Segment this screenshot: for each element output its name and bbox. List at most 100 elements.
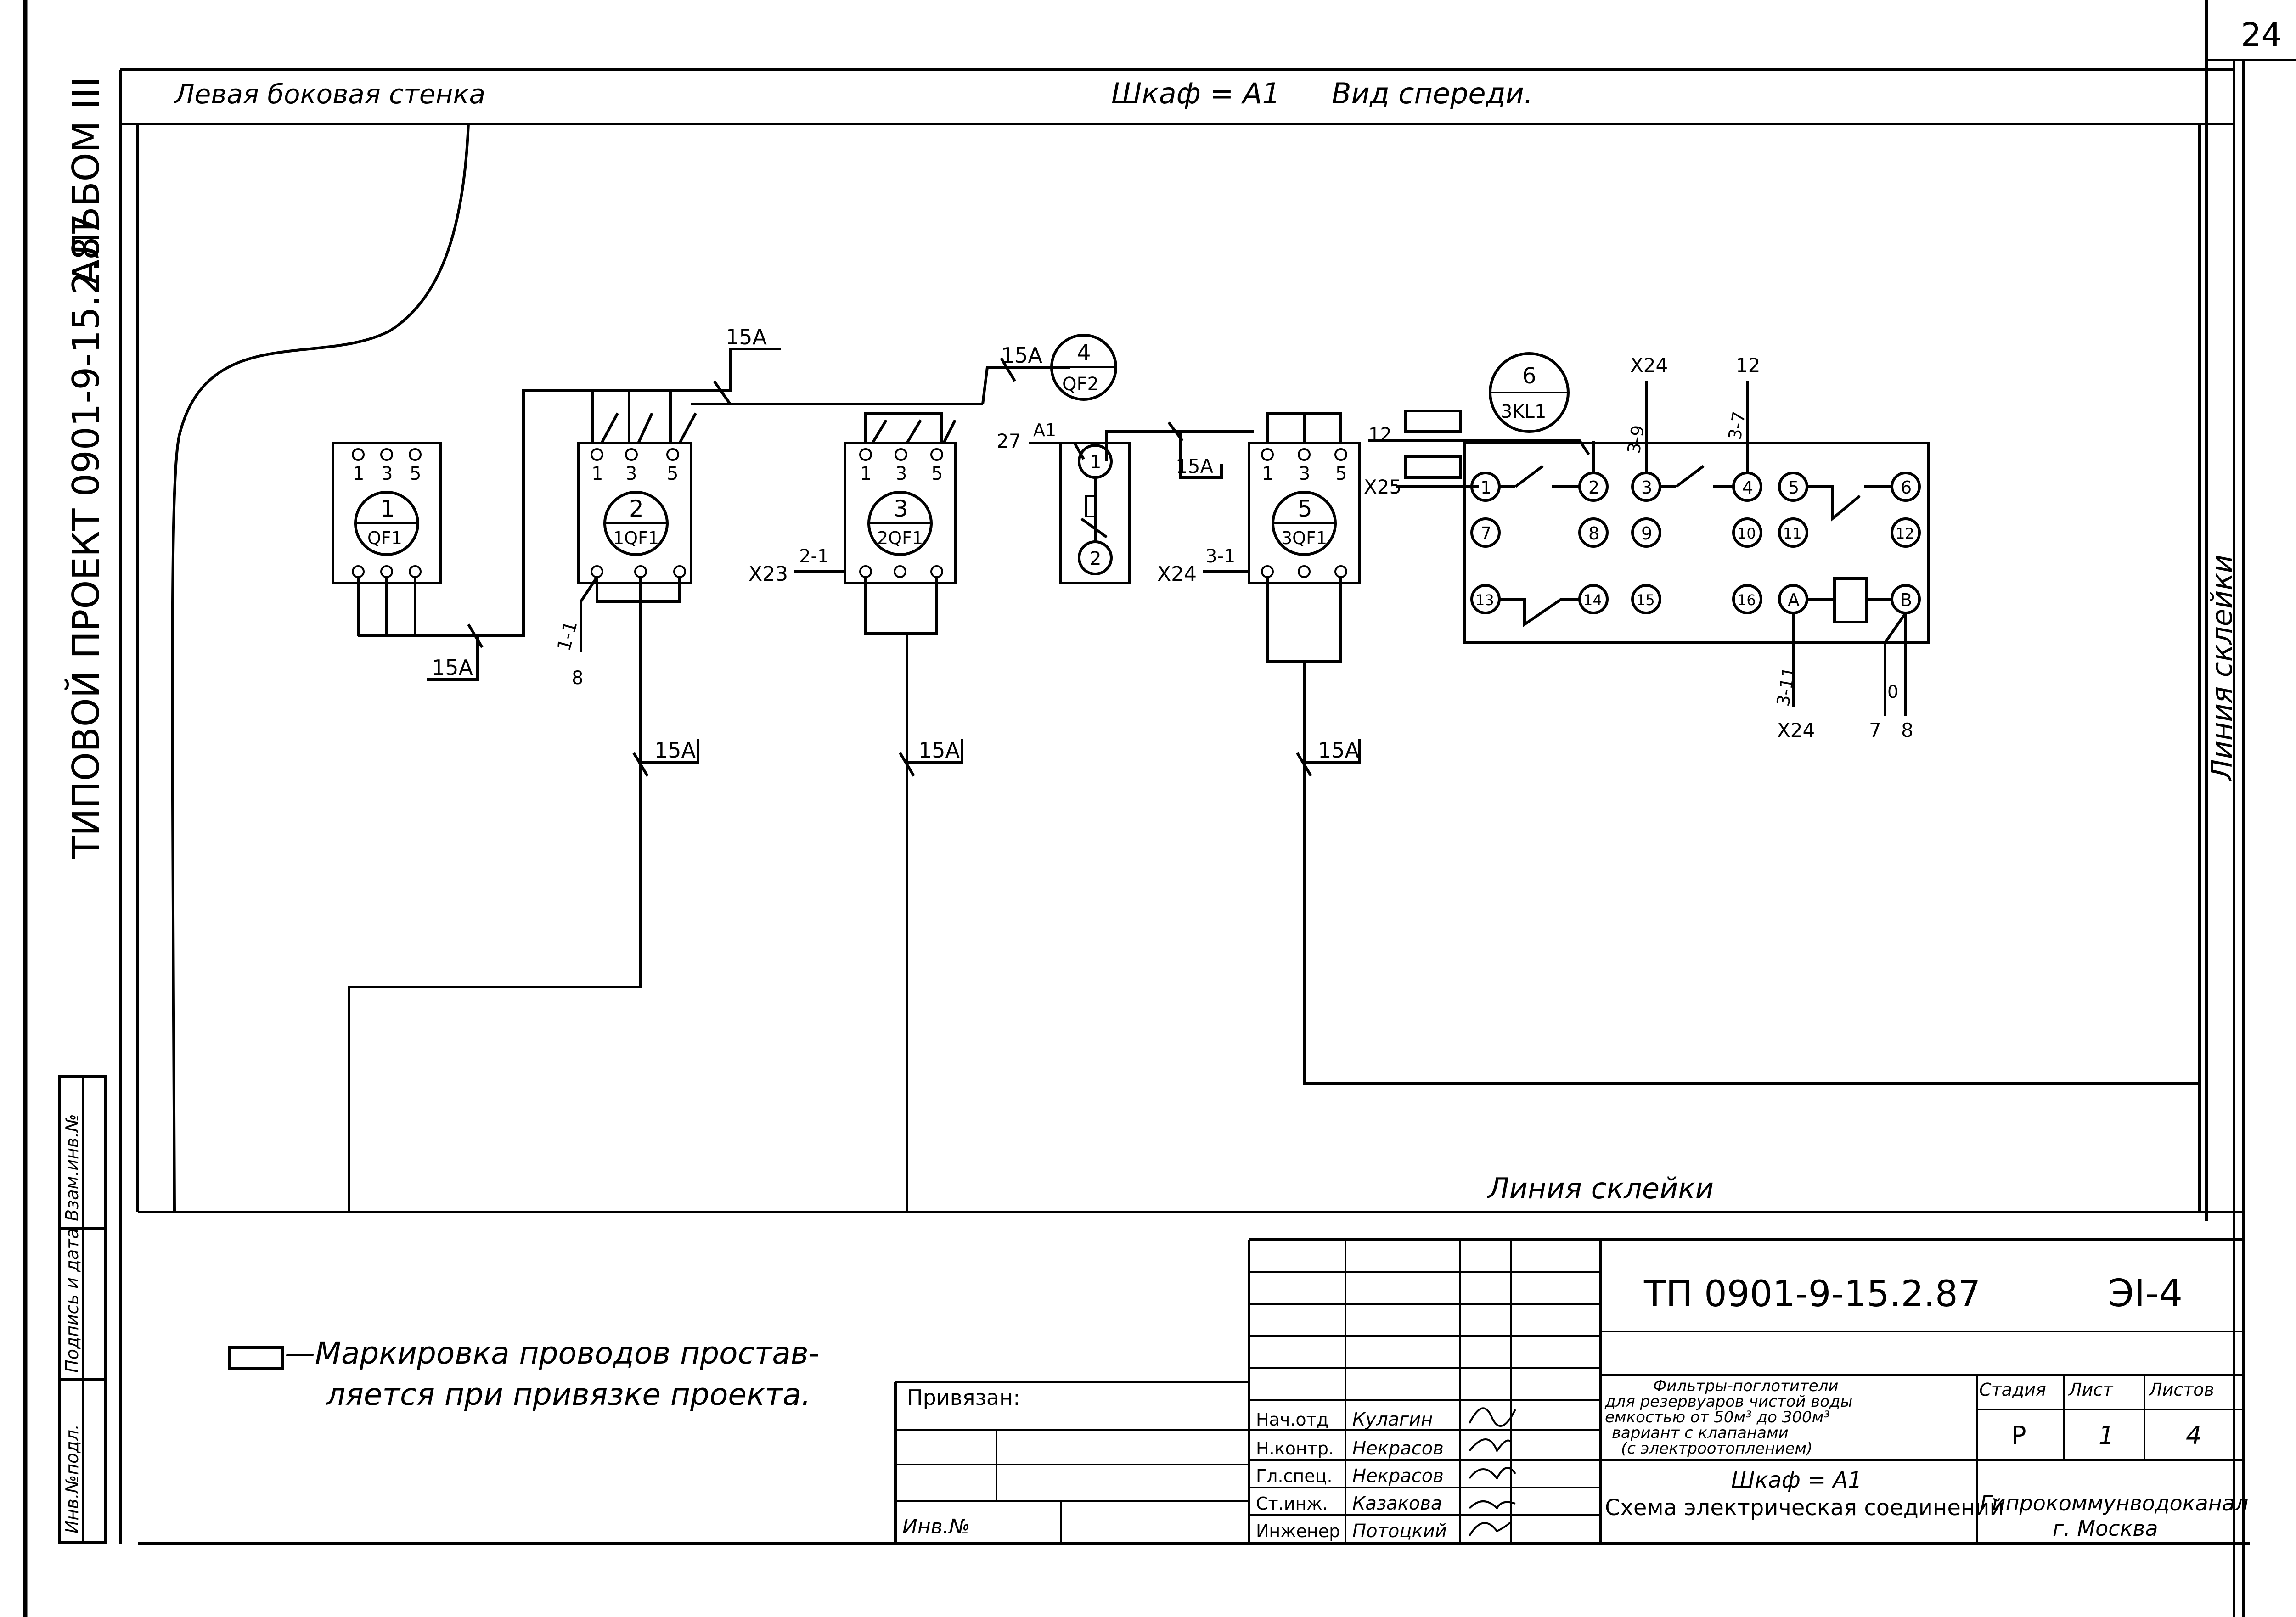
left-wall-label: Левая боковая стенка (174, 79, 485, 110)
svg-text:9: 9 (1641, 523, 1652, 544)
svg-text:А: А (1788, 590, 1800, 610)
wire-a1: А1 (1033, 420, 1056, 440)
svg-text:Некрасов: Некрасов (1352, 1465, 1444, 1487)
svg-text:для резервуаров чистой воды: для резервуаров чистой воды (1604, 1392, 1852, 1411)
svg-text:11: 11 (1783, 525, 1802, 542)
doc-number: ТП 0901-9-15.2.87 (1643, 1274, 1981, 1315)
svg-text:12: 12 (1896, 525, 1914, 542)
tied-label: Привязан: (907, 1385, 1020, 1410)
current-1qf1: 15А (654, 738, 696, 763)
svg-text:Казакова: Казакова (1352, 1493, 1442, 1514)
svg-text:5: 5 (667, 463, 678, 484)
wire-27: 27 (996, 430, 1021, 452)
svg-text:Гл.спец.: Гл.спец. (1256, 1466, 1333, 1486)
svg-text:5: 5 (1335, 463, 1347, 484)
svg-text:3: 3 (1299, 463, 1310, 484)
svg-text:емкостью от 50м³ до 300м³: емкостью от 50м³ до 300м³ (1605, 1408, 1830, 1426)
svg-text:Инженер: Инженер (1256, 1521, 1340, 1541)
breaker-3qf1: 1 3 5 5 3QF1 (1248, 442, 1361, 584)
project-title: ТИПОВОЙ ПРОЕКТ 0901-9-15.2.87 (64, 213, 107, 859)
svg-text:Листов: Листов (2148, 1380, 2214, 1400)
stamp-inv-replace: Взам.инв.№ (62, 1114, 82, 1221)
current-3qf1: 15А (1318, 738, 1360, 763)
bot-7: 7 (1869, 719, 1881, 741)
top-x24-wire: 3-9 (1624, 424, 1649, 455)
wire-marking-note: —Маркировка проводов простав- ляется при… (228, 1336, 819, 1412)
current-top-2: 15А (1001, 343, 1043, 368)
svg-text:Фильтры-поглотители: Фильтры-поглотители (1653, 1377, 1839, 1395)
breaker-qf1: 1 3 5 1 QF1 (332, 442, 442, 584)
svg-text:3: 3 (1641, 477, 1652, 498)
wire-x24-3-1: 3-1 (1205, 546, 1235, 567)
page-number: 24 (2241, 16, 2282, 54)
svg-text:1: 1 (380, 495, 395, 522)
svg-text:6: 6 (1901, 477, 1912, 498)
svg-text:10: 10 (1737, 525, 1756, 542)
svg-text:2: 2 (1090, 548, 1101, 569)
svg-text:г. Москва: г. Москва (2053, 1516, 2158, 1541)
svg-text:Р: Р (2011, 1421, 2026, 1450)
svg-text:Н.контр.: Н.контр. (1256, 1438, 1334, 1459)
svg-text:3: 3 (381, 463, 393, 484)
svg-text:Ст.инж.: Ст.инж. (1256, 1493, 1328, 1514)
svg-text:1QF1: 1QF1 (613, 528, 659, 548)
svg-text:Лист: Лист (2068, 1380, 2114, 1400)
svg-text:Некрасов: Некрасов (1352, 1438, 1444, 1459)
svg-text:3: 3 (895, 463, 907, 484)
svg-text:Шкаф = А1: Шкаф = А1 (1731, 1467, 1862, 1493)
wire-x23-2-1: 2-1 (799, 546, 829, 567)
svg-text:1: 1 (1090, 452, 1101, 473)
svg-text:1: 1 (591, 463, 603, 484)
breaker-1qf1: 1 3 5 2 1QF1 (577, 442, 692, 584)
wire-8: 8 (572, 668, 583, 689)
stamp-inv-original: Инв.№подл. (62, 1424, 82, 1533)
current-top-1: 15А (726, 325, 767, 349)
svg-text:Потоцкий: Потоцкий (1352, 1521, 1447, 1542)
svg-text:5: 5 (931, 463, 943, 484)
svg-text:8: 8 (1588, 523, 1599, 544)
current-qf2-out: 15А (1176, 455, 1213, 477)
svg-text:4: 4 (1742, 477, 1753, 498)
svg-text:В: В (1900, 590, 1912, 610)
svg-text:1: 1 (1262, 463, 1273, 484)
svg-text:2QF1: 2QF1 (877, 528, 923, 548)
svg-text:6: 6 (1522, 363, 1536, 389)
inv-label: Инв.№ (902, 1515, 970, 1538)
svg-text:1: 1 (353, 463, 364, 484)
bot-x24-wire: 3-11 (1773, 665, 1800, 708)
glue-line-vertical-label: Линия склейки (2205, 555, 2239, 781)
left-wall-curve (171, 124, 470, 1213)
svg-text:4: 4 (2186, 1421, 2201, 1450)
wire-x25: X25 (1364, 476, 1401, 498)
current-qf1: 15А (432, 655, 473, 680)
callout-qf2: 4 QF2 (1050, 334, 1117, 401)
wire-x24: X24 (1157, 562, 1197, 586)
wire-1-1: 1-1 (553, 619, 581, 653)
svg-text:Гипрокоммунводоканал: Гипрокоммунводоканал (1980, 1491, 2248, 1516)
svg-text:5: 5 (410, 463, 421, 484)
svg-text:1: 1 (860, 463, 872, 484)
top-12-wire: 3-7 (1725, 410, 1750, 442)
album-title: АЛЬБОМ III (65, 77, 107, 285)
bot-0: 0 (1887, 682, 1898, 702)
wire-x23: X23 (748, 562, 788, 586)
callout-3kl1: 6 3KL1 (1489, 352, 1570, 433)
svg-text:2: 2 (1588, 477, 1599, 498)
view-label: Вид спереди. (1332, 77, 1533, 110)
svg-text:7: 7 (1480, 523, 1491, 544)
svg-text:13: 13 (1475, 591, 1494, 609)
svg-text:QF2: QF2 (1062, 374, 1099, 395)
svg-text:5: 5 (1788, 477, 1799, 498)
svg-text:3: 3 (894, 495, 908, 522)
svg-text:4: 4 (1077, 340, 1091, 366)
svg-text:Стадия: Стадия (1979, 1380, 2046, 1400)
svg-text:Нач.отд: Нач.отд (1256, 1409, 1328, 1430)
svg-text:14: 14 (1583, 591, 1602, 609)
note-line-1: —Маркировка проводов простав- (285, 1336, 819, 1371)
note-line-2: ляется при привязке проекта. (325, 1377, 811, 1412)
cabinet-label: Шкаф = А1 (1111, 77, 1280, 110)
glue-line-label: Линия склейки (1487, 1172, 1714, 1205)
top-12: 12 (1736, 354, 1760, 376)
svg-text:3: 3 (625, 463, 637, 484)
